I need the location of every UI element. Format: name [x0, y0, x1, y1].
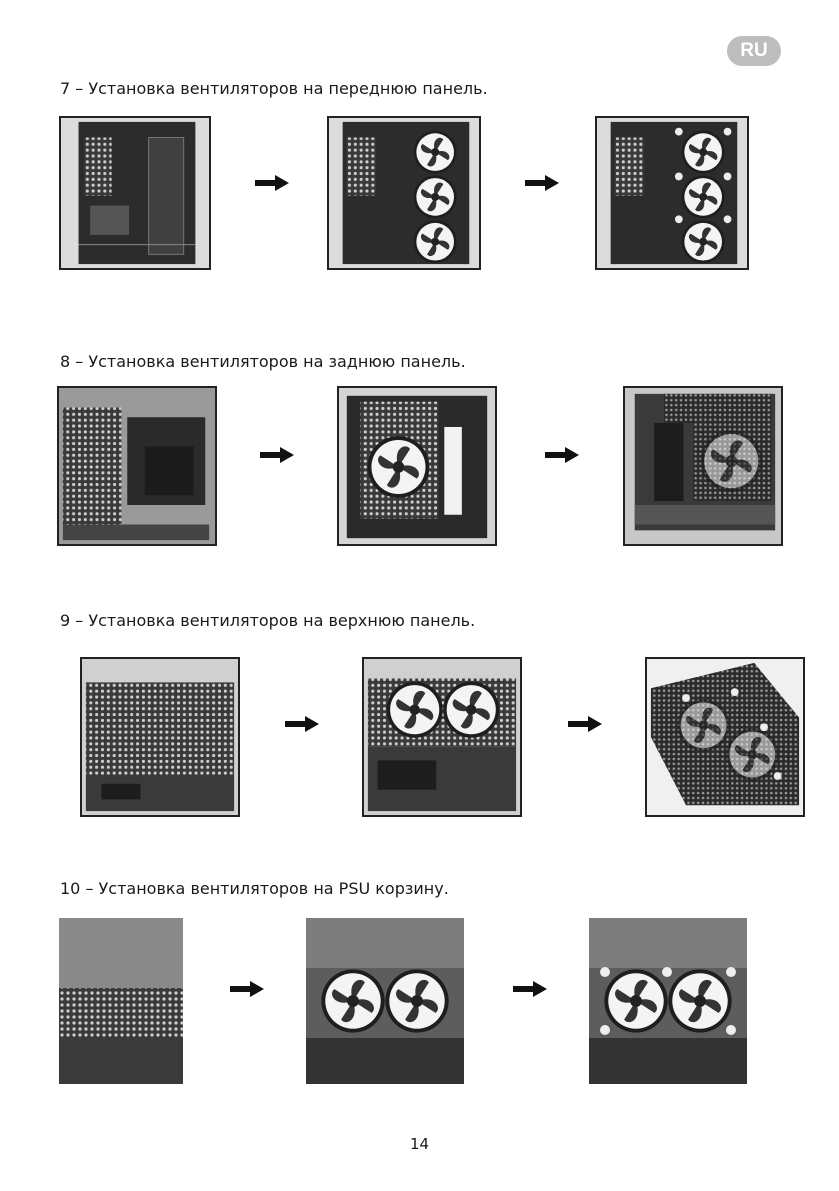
page-number: 14: [409, 1135, 430, 1153]
psu-shroud-photo: [59, 918, 183, 1084]
section-7-heading: 7 – Установка вентиляторов на переднюю п…: [60, 79, 488, 98]
arrow-icon: [230, 981, 264, 997]
section-10-heading: 10 – Установка вентиляторов на PSU корзи…: [60, 879, 449, 898]
psu-fans-screwed-photo: [589, 918, 747, 1084]
top-fans-screwed-photo: [645, 657, 805, 817]
arrow-icon: [545, 447, 579, 463]
rear-panel-photo: [57, 386, 217, 546]
language-badge: RU: [727, 36, 781, 66]
section-8-heading: 8 – Установка вентиляторов на заднюю пан…: [60, 352, 466, 371]
arrow-icon: [525, 175, 559, 191]
front-fans-screwed-photo: [595, 116, 749, 270]
rear-fan-screwed-photo: [623, 386, 783, 546]
arrow-icon: [285, 716, 319, 732]
arrow-icon: [568, 716, 602, 732]
front-fans-installed-photo: [327, 116, 481, 270]
top-fans-installed-photo: [362, 657, 522, 817]
arrow-icon: [260, 447, 294, 463]
arrow-icon: [255, 175, 289, 191]
case-interior-photo: [59, 116, 211, 270]
rear-fan-installed-photo: [337, 386, 497, 546]
section-9-heading: 9 – Установка вентиляторов на верхнюю па…: [60, 611, 476, 630]
top-panel-photo: [80, 657, 240, 817]
psu-fans-installed-photo: [306, 918, 464, 1084]
arrow-icon: [513, 981, 547, 997]
